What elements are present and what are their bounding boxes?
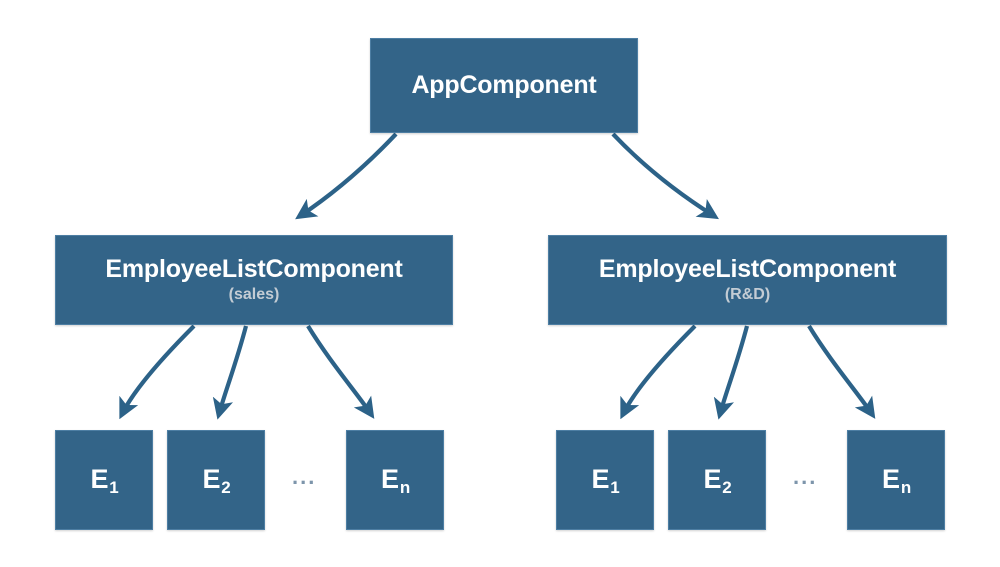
employee-subscript: 2 xyxy=(221,478,231,498)
ellipsis-rnd: ... xyxy=(793,464,818,489)
node-employee-list-component-sales-subtitle: (sales) xyxy=(228,285,280,303)
employee-subscript: 1 xyxy=(610,478,620,498)
ellipsis-sales: ... xyxy=(292,464,317,489)
node-employee-list-component-sales[interactable]: EmployeeListComponent (sales) xyxy=(55,235,453,325)
employee-subscript: 2 xyxy=(722,478,732,498)
node-employee-list-component-rnd-subtitle: (R&D) xyxy=(724,285,771,303)
employee-subscript: 1 xyxy=(109,478,119,498)
edge-app-to-rnd xyxy=(611,132,719,220)
edge-app-to-sales xyxy=(295,132,398,220)
node-employee-list-component-sales-label: EmployeeListComponent xyxy=(105,255,403,284)
edge-rnd-to-leaf-2 xyxy=(713,325,750,420)
edge-sales-to-leaf-n xyxy=(306,324,375,419)
node-app-component-label: AppComponent xyxy=(411,70,597,99)
edge-rnd-to-leaf-n xyxy=(807,324,876,419)
node-employee-list-component-rnd[interactable]: EmployeeListComponent (R&D) xyxy=(548,235,947,325)
employee-base-letter: E xyxy=(90,464,109,495)
edge-rnd-to-leaf-1 xyxy=(620,324,697,420)
employee-base-letter: E xyxy=(591,464,610,495)
edge-sales-to-leaf-1 xyxy=(119,324,196,420)
employee-base-letter: E xyxy=(703,464,722,495)
node-employee-list-component-rnd-label: EmployeeListComponent xyxy=(598,255,897,284)
employee-subscript: n xyxy=(900,478,911,498)
node-app-component[interactable]: AppComponent xyxy=(370,38,638,133)
employee-subscript: n xyxy=(399,478,410,498)
employee-base-letter: E xyxy=(381,464,399,495)
employee-base-letter: E xyxy=(202,464,221,495)
edge-sales-to-leaf-2 xyxy=(212,325,249,420)
employee-base-letter: E xyxy=(882,464,900,495)
